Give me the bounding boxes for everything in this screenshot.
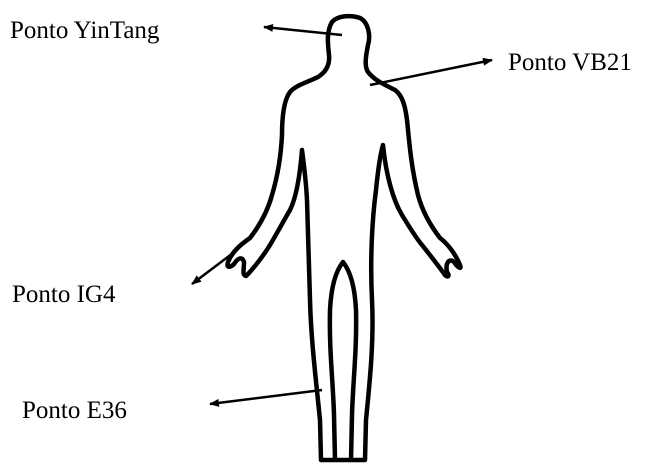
label-ig4: Ponto IG4 <box>12 282 115 307</box>
label-e36: Ponto E36 <box>22 398 127 423</box>
arrow-e36 <box>210 390 322 404</box>
human-body-outline-icon <box>227 16 460 460</box>
label-yintang: Ponto YinTang <box>10 18 159 43</box>
arrow-vb21 <box>370 60 492 85</box>
label-vb21: Ponto VB21 <box>508 50 632 75</box>
